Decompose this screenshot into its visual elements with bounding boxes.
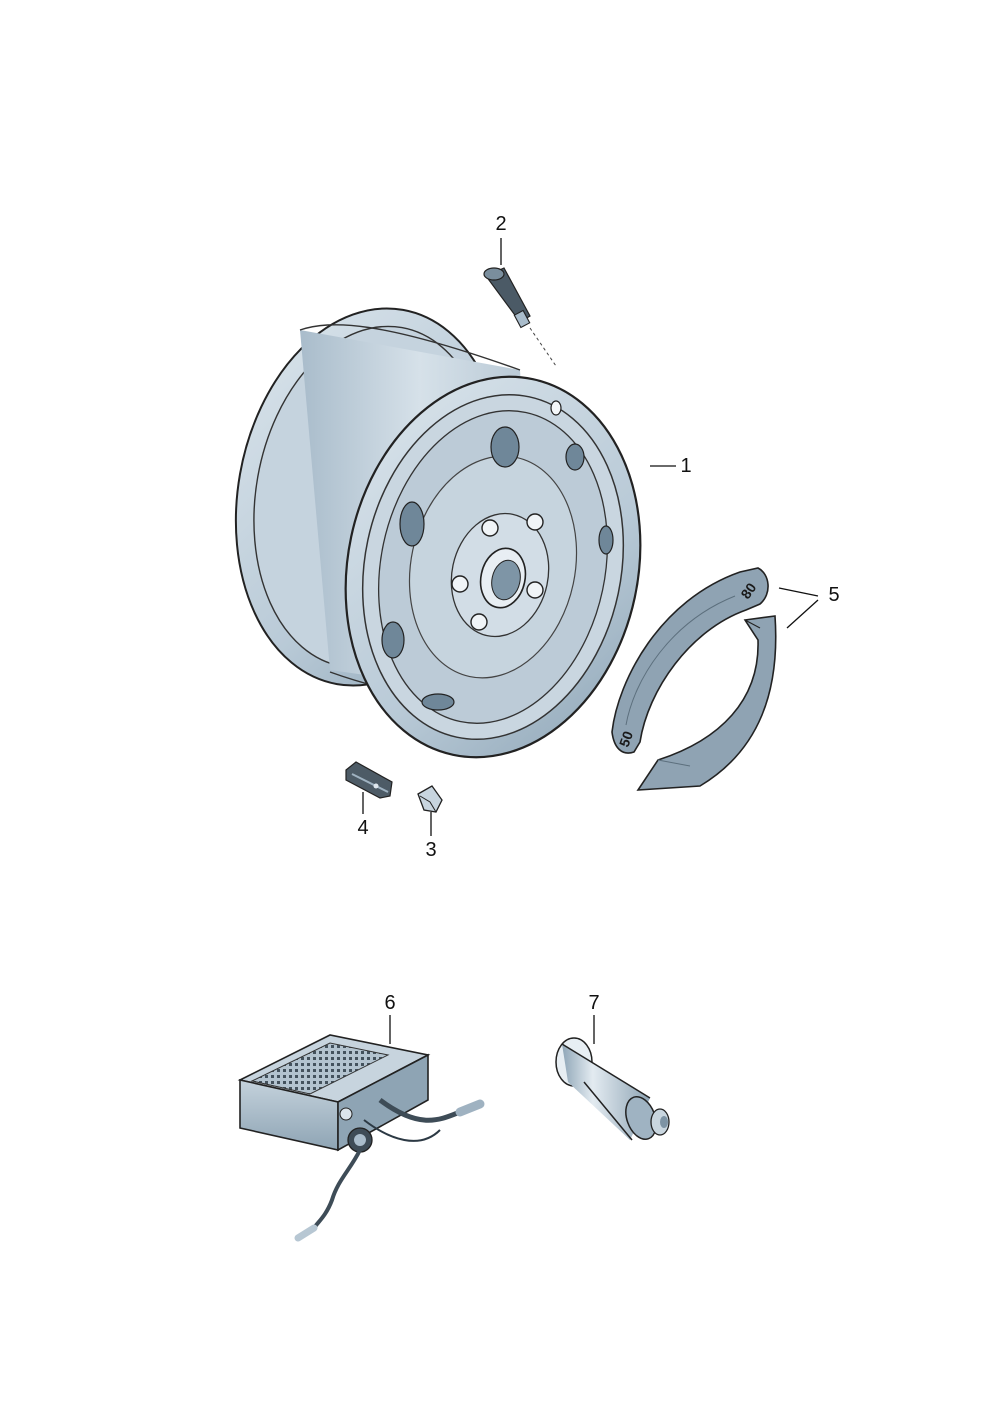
callout-1-wheel: 1 bbox=[680, 455, 692, 477]
tire-valve bbox=[483, 267, 531, 329]
callout-7-sealant: 7 bbox=[588, 992, 600, 1014]
callout-3-cap: 3 bbox=[425, 839, 437, 861]
leader-lines bbox=[362, 238, 819, 1044]
callout-6-compressor: 6 bbox=[384, 992, 396, 1014]
tire-compressor bbox=[237, 1034, 485, 1242]
strip-mark-50: 50 bbox=[616, 729, 636, 749]
callout-4-weight: 4 bbox=[357, 817, 369, 839]
steel-wheel bbox=[234, 307, 642, 759]
sealant-bottle bbox=[555, 1037, 670, 1141]
valve-cap bbox=[417, 785, 443, 813]
balance-strips bbox=[611, 567, 777, 791]
callout-2-valve: 2 bbox=[495, 213, 507, 235]
balance-weight bbox=[345, 761, 393, 799]
callout-5-balance-strip: 5 bbox=[828, 584, 840, 606]
